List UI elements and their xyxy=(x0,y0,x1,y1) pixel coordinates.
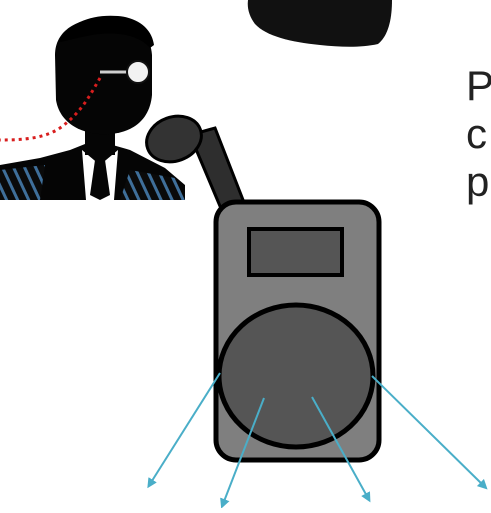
text-fragment-1: P xyxy=(466,62,491,110)
text-fragment-3: p xyxy=(466,158,491,206)
handheld-speaker-device-icon xyxy=(216,202,379,460)
text-fragment-2: c xyxy=(466,110,491,158)
cropped-text-column: P c p xyxy=(466,62,491,262)
arrow-right-outer xyxy=(372,376,484,486)
large-black-shape xyxy=(248,0,392,47)
arrow-left-outer xyxy=(150,373,220,484)
businessman-with-headset-icon xyxy=(0,16,185,200)
